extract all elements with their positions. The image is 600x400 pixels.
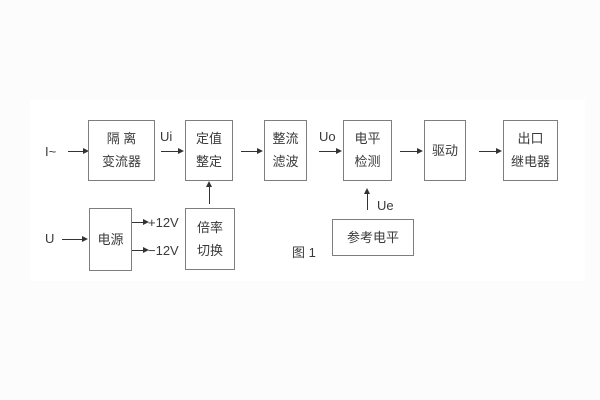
block-label: 驱动	[431, 142, 458, 158]
block-label: 滤波	[272, 154, 299, 169]
block-label: 倍率	[196, 219, 223, 235]
label-plus12v: +12V	[148, 215, 179, 230]
arrow-voltage-to-power	[62, 236, 88, 242]
label-uo: Uo	[319, 129, 336, 144]
block-label: 电源	[97, 231, 124, 247]
arrow-level-to-drive	[400, 148, 423, 154]
arrow-setting-to-rectifier	[241, 148, 263, 154]
block-label: 继电器	[510, 154, 550, 169]
label-input-current: I~	[45, 144, 57, 159]
block-label: 定值	[195, 131, 222, 146]
arrow-input-to-isolation	[68, 148, 89, 154]
block-power-supply: 电源	[89, 208, 132, 271]
label-input-voltage: U	[45, 231, 55, 246]
block-label: 整定	[195, 154, 222, 169]
block-label: 参考电平	[346, 229, 399, 245]
arrow-ratio-to-setting	[206, 181, 212, 204]
block-isolation-transformer: 隔 离 变流器	[88, 120, 155, 181]
block-label: 整流	[272, 131, 299, 146]
label-minus12v: −12V	[148, 243, 179, 258]
arrow-drive-to-relay	[479, 148, 502, 154]
block-rectifier-filter: 整流 滤波	[264, 120, 307, 181]
arrow-plus12v	[132, 219, 149, 225]
block-label: 检测	[354, 154, 381, 169]
label-ui: Ui	[160, 129, 173, 144]
arrow-minus12v	[132, 247, 149, 253]
arrow-rectifier-to-level	[319, 148, 342, 154]
block-setting-adjust: 定值 整定	[185, 120, 233, 181]
arrow-reference-to-level	[364, 188, 370, 210]
block-reference-level: 参考电平	[332, 219, 414, 256]
block-label: 隔 离	[106, 131, 137, 146]
block-ratio-switch: 倍率 切换	[185, 208, 235, 270]
block-label: 切换	[196, 242, 223, 258]
arrow-isolation-to-setting	[161, 148, 184, 154]
block-output-relay: 出口 继电器	[503, 120, 558, 181]
label-ue: Ue	[377, 198, 394, 213]
block-level-detection: 电平 检测	[343, 120, 392, 181]
block-label: 电平	[354, 131, 381, 146]
block-label: 出口	[517, 131, 544, 146]
block-label: 变流器	[101, 154, 141, 169]
figure-caption: 图 1	[292, 245, 316, 260]
block-drive: 驱动	[424, 120, 466, 181]
